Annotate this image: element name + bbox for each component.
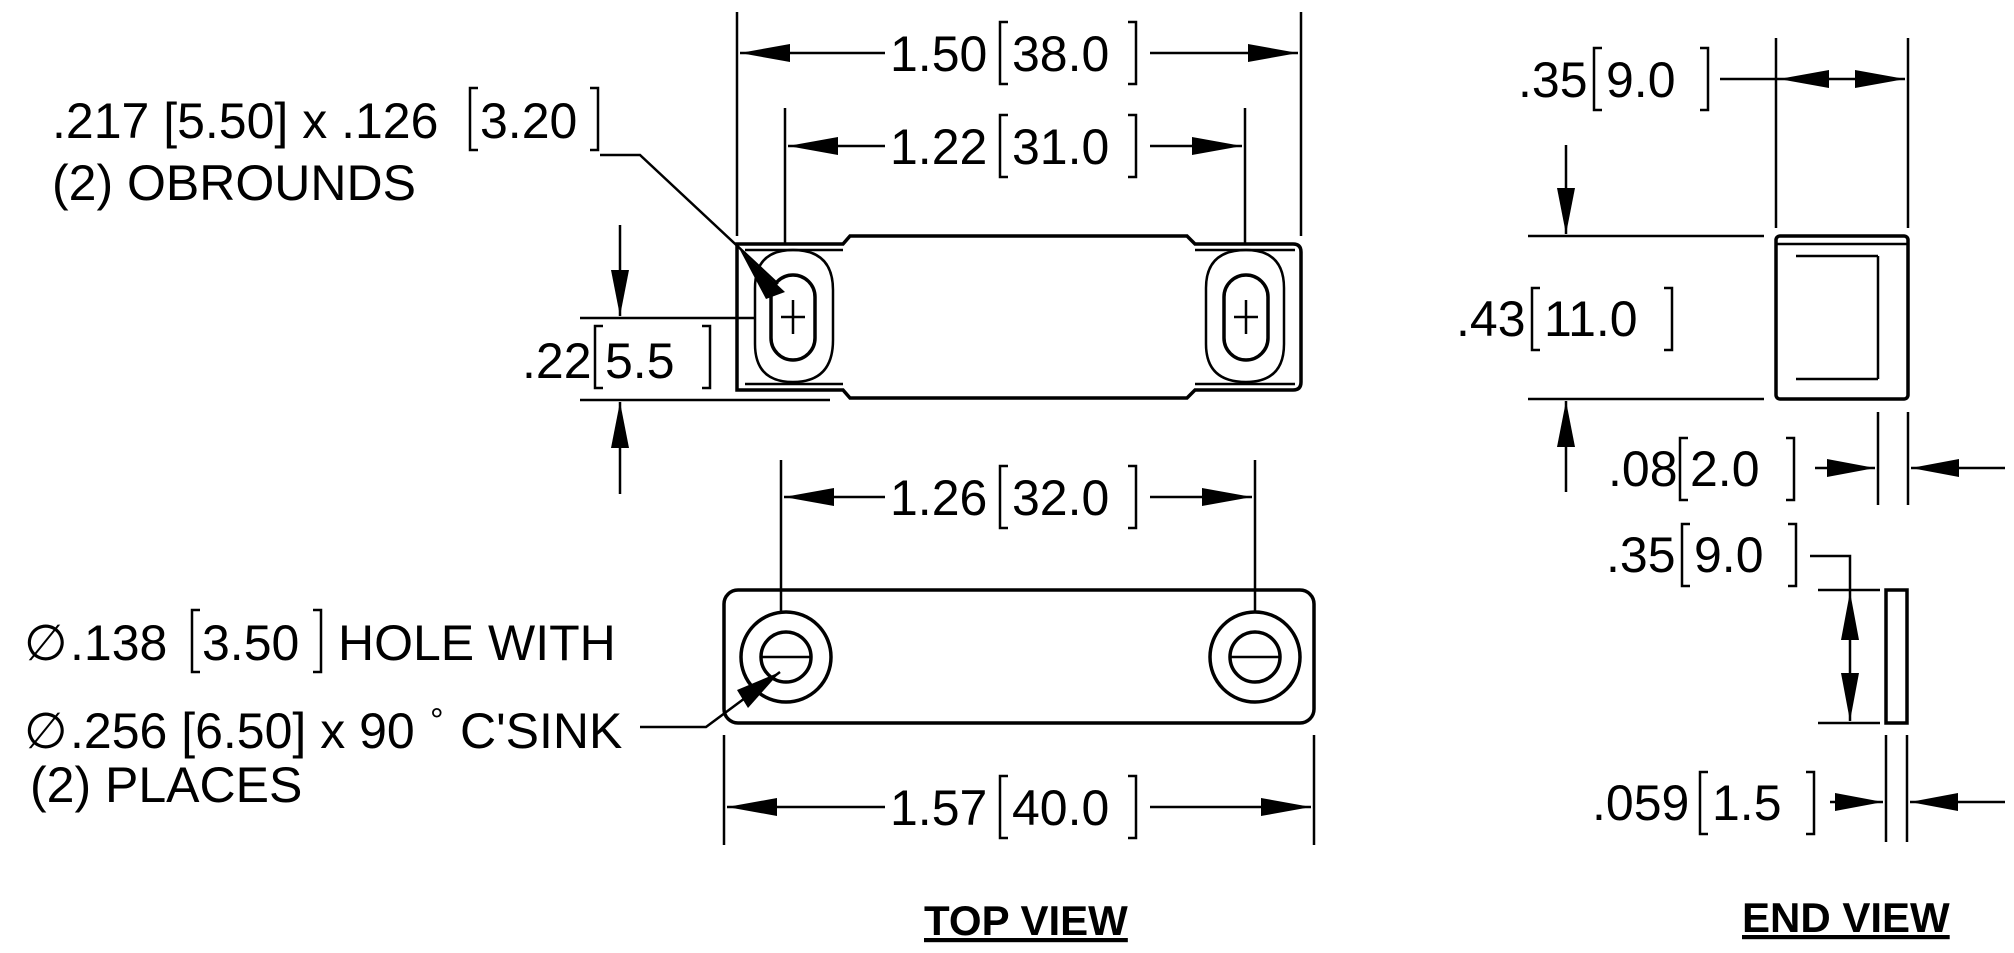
left-csink-outer xyxy=(739,610,833,704)
dim-upper-height-inch: .22 xyxy=(522,333,592,389)
top-view-lower-part xyxy=(722,588,1316,725)
dim-end-thickness-inch: .059 xyxy=(1592,775,1689,831)
dim-overall-upper-inch: 1.50 xyxy=(890,26,987,82)
dim-end-wall: .08 2.0 xyxy=(1608,412,2005,505)
note-csink-dia-symbol: ∅ xyxy=(24,703,68,759)
note-hole-dia-symbol: ∅ xyxy=(24,615,68,671)
right-obround xyxy=(1222,273,1270,362)
note-places: (2) PLACES xyxy=(30,757,302,813)
dim-upper-height-mm: 5.5 xyxy=(605,333,675,389)
end-view-upper-part xyxy=(1774,234,1910,401)
dim-slot-centers-mm: 31.0 xyxy=(1012,119,1109,175)
end-view-title: END VIEW xyxy=(1742,894,1950,941)
note-obrounds: .217 [5.50] x .126 3.20 (2) OBROUNDS xyxy=(52,86,785,299)
dim-end-height-mm: 11.0 xyxy=(1544,291,1638,347)
left-pad-outline xyxy=(753,248,835,384)
dim-hole-centers-mm: 32.0 xyxy=(1012,470,1109,526)
dim-end-width-bottom: .35 9.0 xyxy=(1606,522,1880,725)
dim-hole-centers-inch: 1.26 xyxy=(890,470,987,526)
end-housing-outline xyxy=(1774,234,1910,401)
dim-end-width-bottom-inch: .35 xyxy=(1606,527,1676,583)
dim-overall-lower-mm: 40.0 xyxy=(1012,780,1109,836)
left-obround-centermark xyxy=(781,300,805,334)
note-holes: ∅ .138 3.50 HOLE WITH ∅ .256 [6.50] x 90… xyxy=(24,608,781,813)
dim-end-width-top: .35 9.0 xyxy=(1518,38,1910,228)
dim-end-width-top-inch: .35 xyxy=(1518,52,1588,108)
dim-overall-upper: 1.50 38.0 xyxy=(735,12,1303,236)
note-hole-bracket: 3.50 xyxy=(202,615,299,671)
end-housing-inner xyxy=(1776,242,1908,381)
dim-overall-lower-inch: 1.57 xyxy=(890,780,987,836)
note-hole-dia: .138 xyxy=(70,615,167,671)
note-obround-bracket: 3.20 xyxy=(480,93,577,149)
dim-end-thickness: .059 1.5 xyxy=(1592,735,2005,842)
note-degree-symbol: ° xyxy=(430,702,444,740)
left-obround xyxy=(769,273,817,362)
note-hole-suffix: HOLE WITH xyxy=(338,615,616,671)
dim-slot-centers: 1.22 31.0 xyxy=(783,108,1247,244)
note-csink-suffix: C'SINK xyxy=(460,703,622,759)
plate-outline xyxy=(722,588,1316,725)
note-obround-line2: (2) OBROUNDS xyxy=(52,155,416,211)
dim-end-height-inch: .43 xyxy=(1456,291,1526,347)
dim-overall-upper-mm: 38.0 xyxy=(1012,26,1109,82)
right-pad-outline xyxy=(1204,248,1286,384)
dim-end-wall-inch: .08 xyxy=(1608,441,1678,497)
dim-hole-centers: 1.26 32.0 xyxy=(779,460,1257,612)
dim-upper-height: .22 5.5 xyxy=(522,225,830,494)
dim-end-width-top-mm: 9.0 xyxy=(1606,52,1676,108)
top-view-title: TOP VIEW xyxy=(924,897,1128,944)
dim-end-height: .43 11.0 xyxy=(1456,145,1764,492)
housing-outline xyxy=(735,234,1303,400)
right-obround-centermark xyxy=(1234,300,1258,334)
dim-end-wall-mm: 2.0 xyxy=(1690,441,1760,497)
dim-end-width-bottom-mm: 9.0 xyxy=(1694,527,1764,583)
note-csink-dia: .256 [6.50] x 90 xyxy=(70,703,415,759)
top-view-upper-part xyxy=(735,234,1303,400)
dim-overall-lower: 1.57 40.0 xyxy=(722,735,1316,845)
note-obround-line1: .217 [5.50] x .126 xyxy=(52,93,438,149)
end-plate-outline xyxy=(1884,588,1909,725)
dim-end-thickness-mm: 1.5 xyxy=(1712,775,1782,831)
dim-slot-centers-inch: 1.22 xyxy=(890,119,987,175)
